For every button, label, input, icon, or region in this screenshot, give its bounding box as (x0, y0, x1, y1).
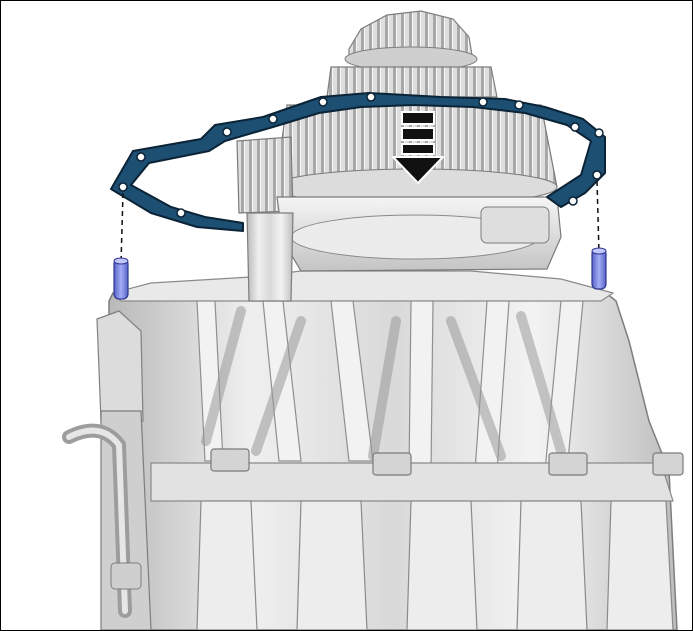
transmission-housing (62, 270, 684, 630)
down-arrow-icon (392, 111, 444, 184)
dowel-pin-right (591, 247, 607, 290)
alignment-guide-lines (120, 180, 600, 264)
dowel-pin-left (113, 257, 129, 300)
gasket (110, 92, 606, 232)
